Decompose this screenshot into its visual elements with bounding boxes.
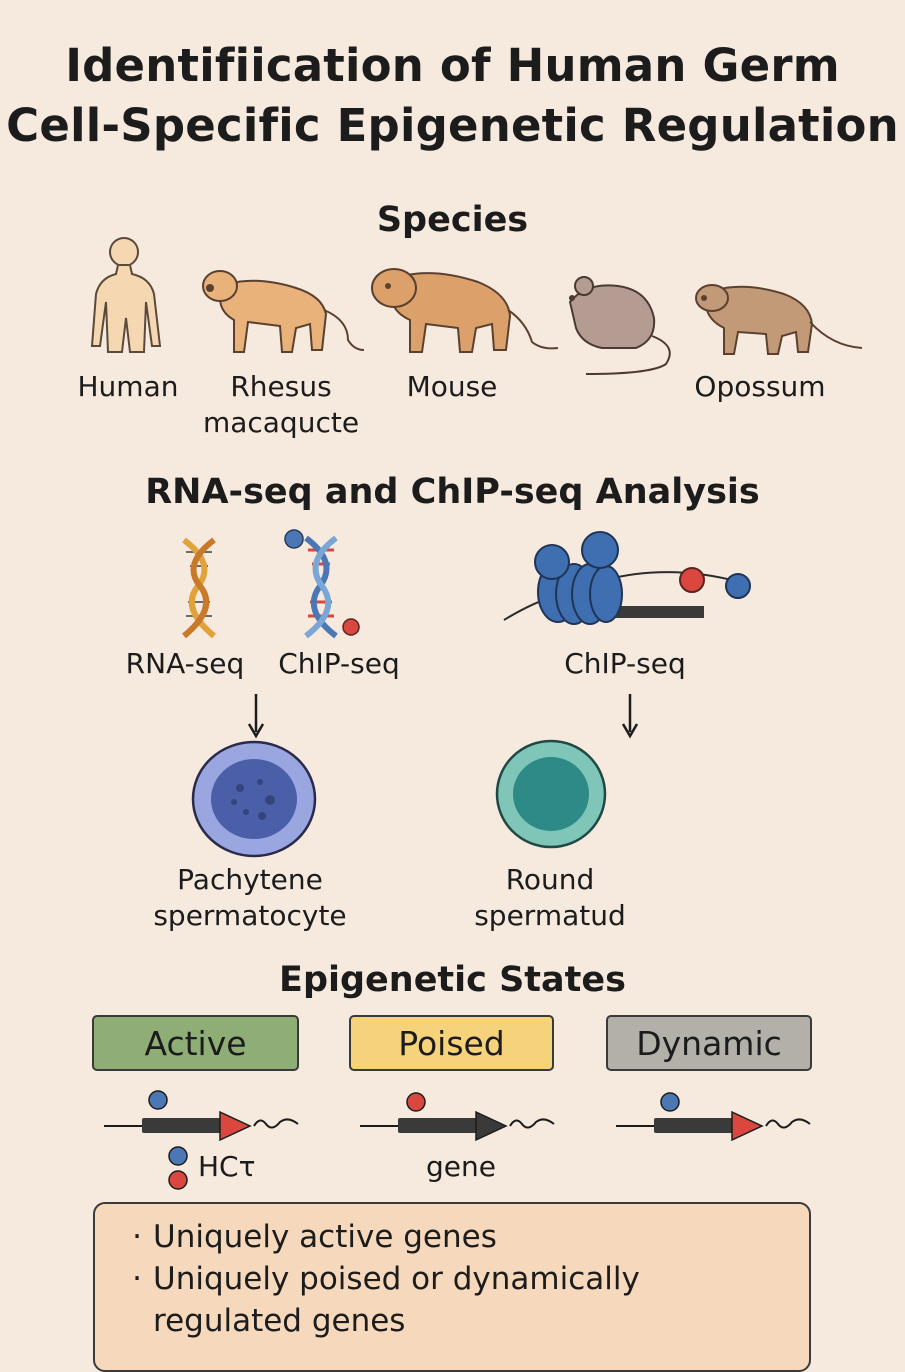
- nucleosome-icon: [503, 531, 751, 625]
- round-spermatid-cell-icon: [495, 739, 607, 849]
- pachytene-line-2: spermatocyte: [153, 899, 347, 932]
- species-heading: Species: [376, 200, 529, 240]
- pachytene-line-1: Pachytene: [177, 863, 323, 896]
- title-line-2: Cell-Specific Epigenetic Regulation: [6, 99, 899, 152]
- chip-seq-label-right: ChIP-seq: [564, 647, 686, 680]
- round-line-1: Round: [505, 863, 595, 896]
- rhesus-line-2: macaqucte: [202, 406, 360, 439]
- histone-mark-label: HCτ: [198, 1150, 256, 1183]
- macaque-icon: [202, 270, 365, 353]
- human-icon: [90, 237, 162, 353]
- analysis-heading: RNA-seq and ChIP-seq Analysis: [145, 472, 760, 512]
- summary-bullet-2-line-1: Uniquely poised or dynamically: [153, 1261, 640, 1297]
- summary-bullet-2: · Uniquely poised or dynamically regulat…: [121, 1258, 789, 1342]
- state-box-dynamic: Dynamic: [606, 1015, 812, 1071]
- summary-box: · Uniquely active genes · Uniquely poise…: [93, 1202, 811, 1372]
- gene-diagram-dynamic: [616, 1092, 811, 1142]
- gene-diagram-poised: [360, 1092, 555, 1142]
- bullet-marker: ·: [132, 1261, 142, 1297]
- histone-mark-legend-icon: [168, 1146, 188, 1190]
- pachytene-label: Pachytene spermatocyte: [120, 862, 380, 934]
- summary-bullet-2-text: Uniquely poised or dynamically regulated…: [153, 1258, 640, 1342]
- species-label-rhesus: Rhesus macaqucte: [196, 369, 366, 441]
- round-spermatid-label: Round spermatud: [440, 862, 660, 934]
- summary-bullet-1: · Uniquely active genes: [121, 1216, 789, 1258]
- chip-seq-label-left: ChIP-seq: [278, 647, 400, 680]
- state-box-active: Active: [92, 1015, 299, 1071]
- rat-icon: [568, 276, 671, 375]
- arrow-down-icon: [247, 694, 265, 739]
- pachytene-cell-icon: [191, 740, 317, 858]
- rna-helix-icon: [182, 537, 216, 639]
- species-label-human: Human: [77, 370, 179, 403]
- summary-bullet-2-line-2: regulated genes: [153, 1303, 406, 1339]
- bullet-marker: ·: [132, 1219, 142, 1255]
- rna-seq-label: RNA-seq: [125, 647, 245, 680]
- page-title: Identifiication of Human Germ Cell-Speci…: [0, 36, 905, 156]
- states-heading: Epigenetic States: [279, 960, 626, 1000]
- round-line-2: spermatud: [474, 899, 626, 932]
- title-line-1: Identifiication of Human Germ: [65, 39, 840, 92]
- gene-label: gene: [426, 1150, 496, 1183]
- mouse-animal-icon: [371, 268, 559, 353]
- chip-helix-icon: [284, 529, 360, 639]
- species-label-opossum: Opossum: [694, 370, 826, 403]
- species-label-mouse: Mouse: [406, 370, 498, 403]
- gene-diagram-active: [104, 1090, 299, 1142]
- state-box-poised: Poised: [349, 1015, 554, 1071]
- rhesus-line-1: Rhesus: [230, 370, 332, 403]
- opossum-icon: [695, 284, 863, 355]
- arrow-down-icon: [621, 694, 639, 739]
- summary-bullet-1-text: Uniquely active genes: [153, 1219, 497, 1255]
